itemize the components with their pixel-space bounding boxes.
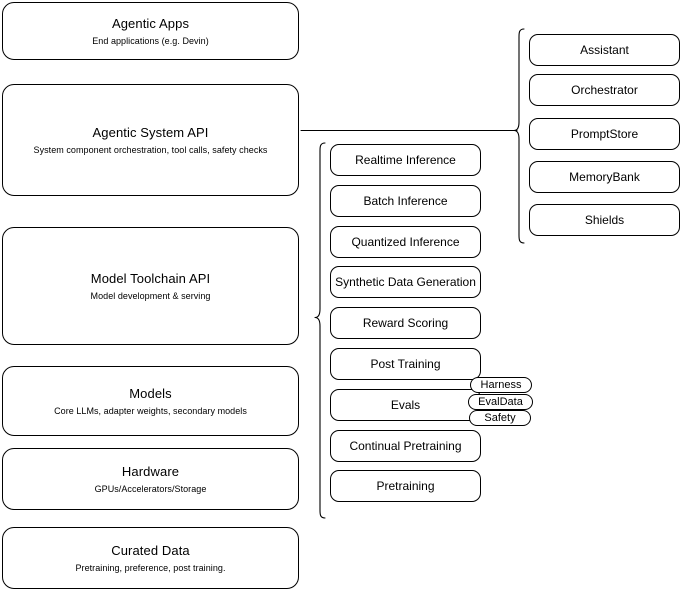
layer-subtitle: Core LLMs, adapter weights, secondary mo… (54, 405, 247, 416)
brace-model-toolchain (314, 142, 326, 519)
layer-title: Agentic Apps (111, 15, 190, 31)
eval-subcomponent-safety[interactable]: Safety (469, 410, 531, 426)
component-label: MemoryBank (569, 170, 640, 184)
component-label: Realtime Inference (355, 153, 456, 167)
toolchain-component-synthetic-data-generation[interactable]: Synthetic Data Generation (330, 266, 481, 298)
stack-layer-curated-data[interactable]: Curated Data Pretraining, preference, po… (2, 527, 299, 589)
pill-label: EvalData (478, 396, 523, 408)
component-label: Orchestrator (571, 83, 638, 97)
toolchain-component-evals[interactable]: Evals (330, 389, 481, 421)
layer-title: Curated Data (111, 542, 190, 558)
component-label: Pretraining (376, 479, 435, 493)
pill-label: Safety (484, 412, 516, 424)
toolchain-component-batch-inference[interactable]: Batch Inference (330, 185, 481, 217)
stack-layer-models[interactable]: Models Core LLMs, adapter weights, secon… (2, 366, 299, 436)
toolchain-component-pretraining[interactable]: Pretraining (330, 470, 481, 502)
eval-subcomponent-evaldata[interactable]: EvalData (468, 394, 533, 410)
agentic-component-shields[interactable]: Shields (529, 204, 680, 236)
toolchain-component-quantized-inference[interactable]: Quantized Inference (330, 226, 481, 258)
layer-subtitle: Pretraining, preference, post training. (75, 562, 226, 573)
layer-subtitle: GPUs/Accelerators/Storage (94, 483, 207, 494)
component-label: Synthetic Data Generation (335, 275, 476, 289)
pill-label: Harness (480, 379, 522, 391)
stack-layer-agentic-system-api[interactable]: Agentic System API System component orch… (2, 84, 299, 196)
layer-subtitle: Model development & serving (90, 290, 211, 301)
layer-title: Models (129, 385, 172, 401)
stack-layer-model-toolchain-api[interactable]: Model Toolchain API Model development & … (2, 227, 299, 345)
component-label: Reward Scoring (362, 316, 449, 330)
component-label: Evals (390, 398, 421, 412)
component-label: Post Training (370, 357, 441, 371)
agentic-component-orchestrator[interactable]: Orchestrator (529, 74, 680, 106)
eval-subcomponent-harness[interactable]: Harness (470, 377, 532, 393)
brace-agentic-system (513, 28, 525, 244)
layer-title: Agentic System API (92, 124, 209, 140)
toolchain-component-post-training[interactable]: Post Training (330, 348, 481, 380)
component-label: Continual Pretraining (349, 439, 462, 453)
component-label: Quantized Inference (351, 235, 460, 249)
layer-title: Model Toolchain API (90, 270, 211, 286)
component-label: PromptStore (570, 127, 639, 141)
toolchain-component-realtime-inference[interactable]: Realtime Inference (330, 144, 481, 176)
agentic-component-promptstore[interactable]: PromptStore (529, 118, 680, 150)
stack-layer-agentic-apps[interactable]: Agentic Apps End applications (e.g. Devi… (2, 2, 299, 60)
agentic-component-memorybank[interactable]: MemoryBank (529, 161, 680, 193)
component-label: Batch Inference (363, 194, 448, 208)
toolchain-component-reward-scoring[interactable]: Reward Scoring (330, 307, 481, 339)
stack-layer-hardware[interactable]: Hardware GPUs/Accelerators/Storage (2, 448, 299, 510)
layer-title: Hardware (121, 463, 180, 479)
component-label: Assistant (580, 43, 629, 57)
toolchain-component-continual-pretraining[interactable]: Continual Pretraining (330, 430, 481, 462)
component-label: Shields (584, 213, 625, 227)
layer-subtitle: System component orchestration, tool cal… (33, 144, 268, 155)
agentic-component-assistant[interactable]: Assistant (529, 34, 680, 66)
layer-subtitle: End applications (e.g. Devin) (92, 35, 209, 46)
